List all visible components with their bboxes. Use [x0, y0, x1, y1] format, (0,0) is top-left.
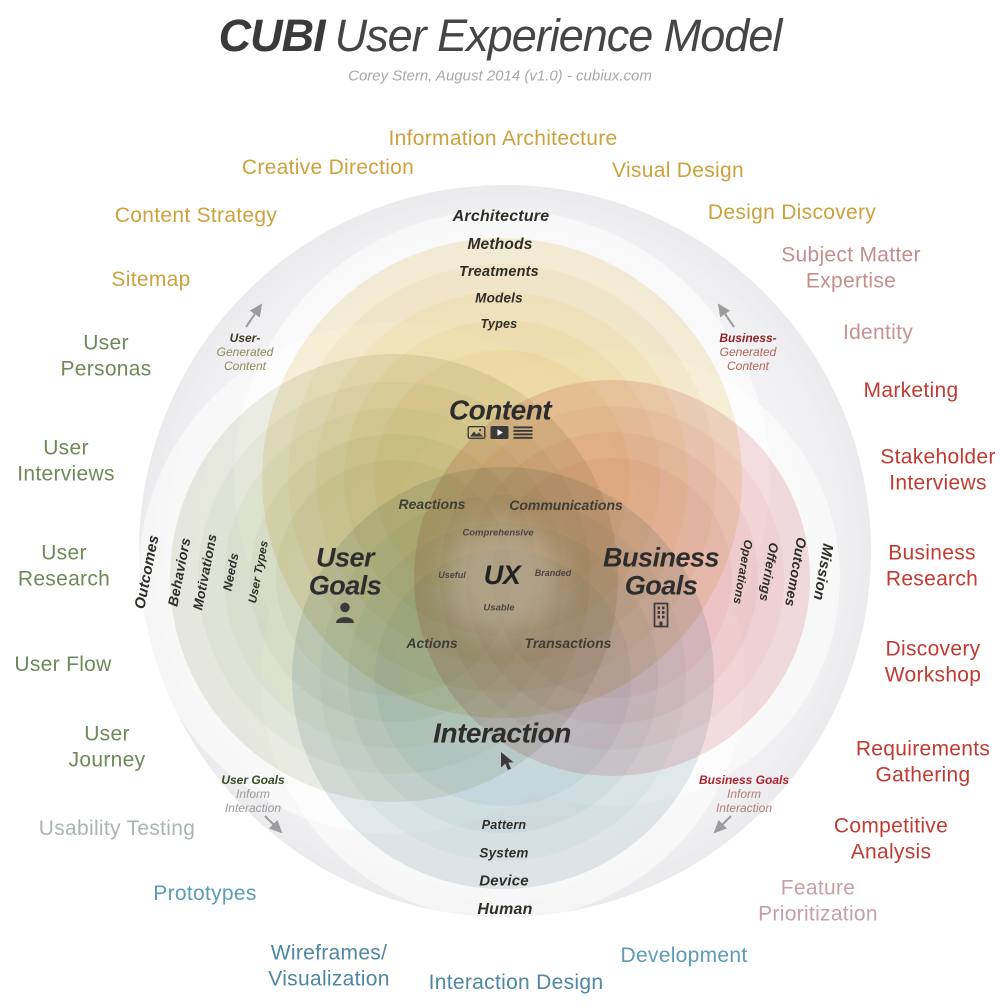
ring-interaction-device: Device	[479, 872, 529, 890]
label-information-architecture: Information Architecture	[388, 127, 618, 151]
annotation-line: Interaction	[224, 801, 282, 816]
content-media-icons	[467, 425, 533, 444]
overlap-branded: Branded	[534, 568, 572, 578]
annotation-line: User Goals	[221, 773, 285, 787]
ring-content-methods: Methods	[467, 236, 533, 253]
ring-content-treatments: Treatments	[459, 264, 539, 280]
label-development: Development	[620, 944, 748, 968]
annotation-line: Inform	[235, 787, 270, 802]
overlap-comprehensive: Comprehensive	[462, 527, 534, 539]
annotation-business-generated-content: Business- Generated Content	[719, 331, 776, 373]
label-user-personas: User Personas	[60, 331, 152, 380]
title-rest: User Experience Model	[334, 10, 783, 61]
annotation-user-goals-inform-interaction: User Goals Inform Interaction	[221, 773, 284, 815]
business-goals-inform-arrow	[713, 815, 732, 834]
content-title: Content	[448, 394, 552, 426]
ring-interaction-human: Human	[477, 901, 533, 918]
label-usability-testing: Usability Testing	[38, 817, 196, 841]
label-user-journey: User Journey	[68, 722, 146, 771]
label-user-interviews: User Interviews	[17, 436, 115, 485]
label-sitemap: Sitemap	[111, 268, 191, 292]
ring-interaction-pattern: Pattern	[481, 818, 527, 832]
annotation-line: Content	[223, 359, 267, 374]
label-interaction-design: Interaction Design	[428, 971, 604, 995]
overlap-communications: Communications	[509, 497, 623, 513]
business-goals-title: Business Goals	[602, 542, 720, 601]
ring-content-architecture: Architecture	[452, 208, 550, 225]
title-cubi: CUBI	[218, 10, 326, 61]
annotation-arrows	[245, 303, 735, 834]
label-discovery-workshop: Discovery Workshop	[884, 637, 982, 686]
user-generated-arrow	[245, 303, 263, 328]
label-identity: Identity	[842, 321, 914, 345]
annotation-business-goals-inform-interaction: Business Goals Inform Interaction	[699, 773, 789, 815]
ux-label: UX	[483, 559, 521, 590]
label-marketing: Marketing	[863, 379, 959, 403]
building-icon	[653, 602, 669, 628]
annotation-line: User-	[229, 331, 261, 345]
label-competitive-analysis: Competitive Analysis	[833, 814, 949, 863]
list-icon	[513, 426, 533, 444]
label-requirements-gathering: Requirements Gathering	[855, 737, 991, 786]
annotation-line: Generated	[216, 345, 274, 360]
cursor-icon	[497, 750, 519, 772]
interaction-circle-group	[292, 467, 714, 889]
label-prototypes: Prototypes	[153, 882, 257, 906]
image-icon	[467, 425, 486, 444]
annotation-line: Business-	[719, 331, 777, 345]
label-content-strategy: Content Strategy	[114, 204, 278, 228]
label-subject-matter-expertise: Subject Matter Expertise	[781, 243, 921, 292]
overlap-actions: Actions	[406, 635, 458, 651]
annotation-line: Generated	[719, 345, 777, 360]
user-goals-inform-arrow	[264, 815, 283, 834]
user-goals-title: User Goals	[308, 542, 382, 601]
annotation-line: Content	[726, 359, 770, 374]
label-feature-prioritization: Feature Prioritization	[758, 876, 878, 925]
label-wireframes-visualization: Wireframes/ Visualization	[268, 941, 390, 990]
overlap-reactions: Reactions	[398, 496, 466, 512]
label-user-research: User Research	[17, 541, 111, 590]
label-stakeholder-interviews: Stakeholder Interviews	[880, 445, 996, 494]
center-glow	[445, 520, 561, 636]
label-design-discovery: Design Discovery	[707, 201, 877, 225]
overlap-useful: Useful	[438, 570, 466, 580]
overlap-transactions: Transactions	[524, 635, 612, 651]
label-business-research: Business Research	[885, 541, 979, 590]
interaction-title: Interaction	[433, 717, 571, 749]
label-user-flow: User Flow	[14, 653, 112, 677]
person-icon	[333, 601, 357, 625]
ring-content-models: Models	[475, 290, 523, 306]
video-icon	[490, 426, 509, 444]
label-visual-design: Visual Design	[612, 159, 744, 183]
ring-interaction-system: System	[479, 845, 529, 861]
ring-content-types: Types	[480, 317, 518, 331]
annotation-line: Business Goals	[698, 773, 790, 787]
business-generated-arrow	[717, 303, 735, 328]
page-subtitle: Corey Stern, August 2014 (v1.0) - cubiux…	[348, 67, 652, 85]
annotation-user-generated-content: User- Generated Content	[217, 331, 274, 373]
label-creative-direction: Creative Direction	[241, 156, 415, 180]
annotation-line: Interaction	[715, 801, 773, 816]
overlap-usable: Usable	[483, 602, 515, 614]
annotation-line: Inform	[726, 787, 762, 802]
